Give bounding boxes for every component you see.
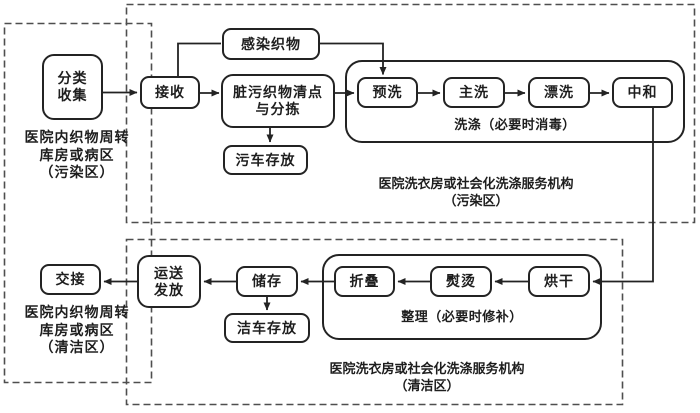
node-receive: 接收: [140, 76, 200, 109]
node-handover: 交接: [40, 264, 101, 295]
hospital-dirty-zone-label-line1: 医院内织物周转: [24, 129, 130, 145]
hospital-clean-zone-label-line2: 库房或病区: [39, 321, 115, 338]
laundry-clean-zone-outline: [125, 238, 624, 406]
node-rinse: 漂洗: [528, 77, 590, 108]
node-neutralize: 中和: [612, 77, 673, 108]
node-count-sort: 脏污织物清点 与分拣: [221, 74, 335, 128]
node-dispatch: 运送 发放: [137, 255, 201, 308]
node-iron: 熨烫: [430, 266, 492, 297]
finishing-group-label: 整理（必要时修补）: [401, 309, 523, 324]
node-clean-cart: 洁车存放: [224, 313, 310, 343]
laundry-dirty-zone-label-line2: （污染区）: [443, 193, 509, 208]
hospital-dirty-zone-label: 医院内织物周转 库房或病区 （污染区）: [7, 129, 147, 182]
washing-group: 洗涤（必要时消毒）: [345, 60, 685, 143]
finishing-group: 整理（必要时修补）: [322, 254, 602, 340]
laundry-dirty-zone-outline: [125, 3, 696, 224]
hospital-clean-zone-label-line1: 医院内织物周转: [24, 304, 130, 320]
node-infected-linen: 感染织物: [222, 28, 320, 60]
node-store: 储存: [236, 266, 298, 297]
node-prewash: 预洗: [357, 77, 418, 108]
node-fold: 折叠: [334, 266, 395, 297]
node-sort-collect: 分类 收集: [42, 54, 103, 120]
laundry-clean-zone-label-line1: 医院洗衣房或社会化洗涤服务机构: [329, 361, 525, 376]
node-dry: 烘干: [528, 266, 590, 297]
washing-group-label: 洗涤（必要时消毒）: [454, 117, 576, 132]
hospital-clean-zone-label: 医院内织物周转 库房或病区 （清洁区）: [7, 304, 147, 357]
node-dirty-cart: 污车存放: [223, 145, 308, 175]
hospital-clean-zone-label-line3: （清洁区）: [39, 339, 115, 355]
node-main-wash: 主洗: [443, 77, 505, 108]
laundry-clean-zone-label: 医院洗衣房或社会化洗涤服务机构 （清洁区）: [297, 360, 557, 394]
hospital-dirty-zone-label-line3: （污染区）: [39, 164, 115, 180]
laundry-dirty-zone-label: 医院洗衣房或社会化洗涤服务机构 （污染区）: [346, 175, 606, 209]
laundry-clean-zone-label-line2: （清洁区）: [394, 378, 460, 393]
hospital-dirty-zone-label-line2: 库房或病区: [39, 146, 115, 163]
laundry-dirty-zone-label-line1: 医院洗衣房或社会化洗涤服务机构: [378, 176, 574, 191]
